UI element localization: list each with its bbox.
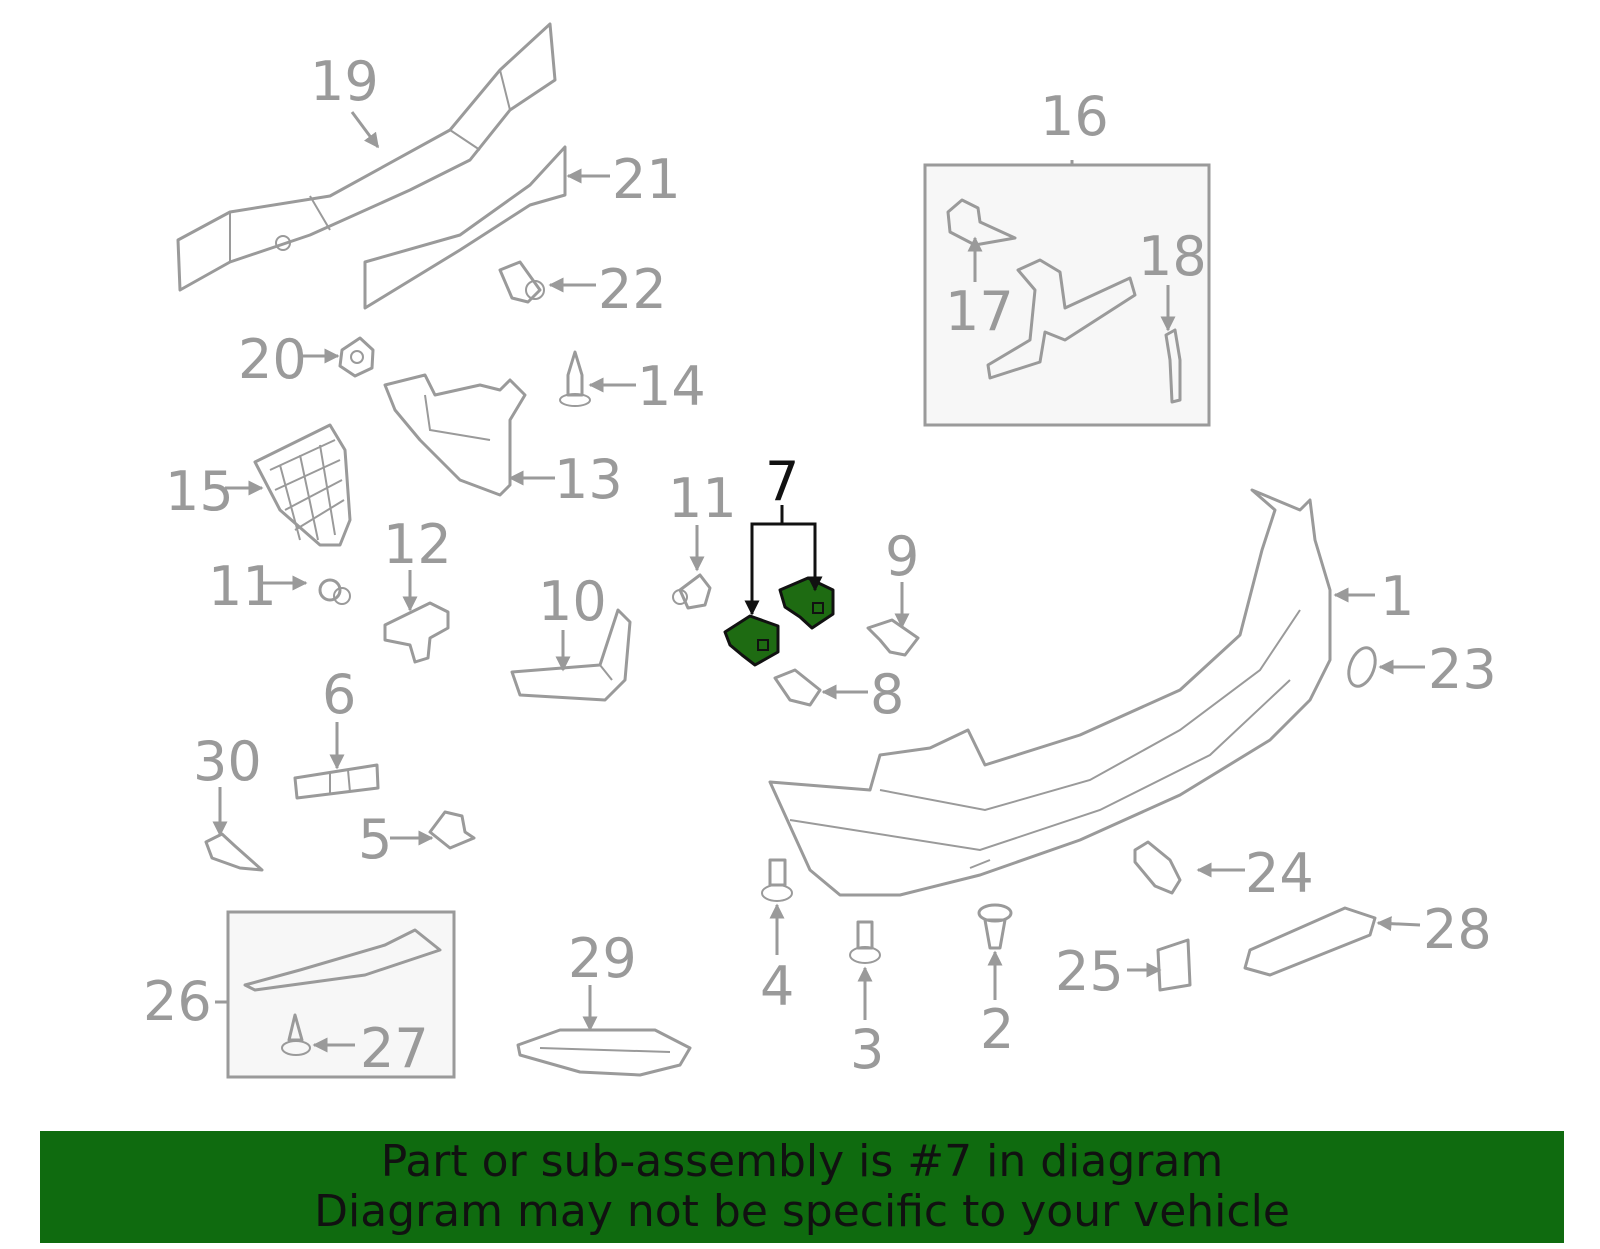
callout-27: 27 (360, 1017, 429, 1080)
part-10-bracket (510, 608, 632, 702)
part-6-bracket (293, 763, 380, 800)
part-12-clip (383, 601, 450, 664)
callout-29: 29 (568, 927, 637, 990)
leader-7 (744, 505, 823, 616)
part-9-clip (866, 618, 920, 657)
callout-22: 22 (598, 258, 667, 321)
leaders (212, 111, 1425, 1053)
callout-26: 26 (143, 970, 212, 1033)
callout-1: 1 (1380, 565, 1414, 628)
part-21-strip (363, 145, 567, 310)
part-1-bumper-cover (768, 488, 1332, 897)
part-24-cover (1133, 840, 1182, 895)
part-4-bolt (761, 858, 793, 902)
callout-15: 15 (165, 460, 234, 523)
part-29-reflector (516, 1028, 692, 1077)
callout-30: 30 (193, 730, 262, 793)
callout-21: 21 (612, 148, 681, 211)
part-30-screw (204, 832, 264, 872)
callout-2: 2 (980, 998, 1014, 1061)
part-14-pin (559, 350, 591, 407)
callout-5: 5 (358, 808, 392, 871)
part-19-reinforcement (176, 22, 557, 292)
part-7-sensor-bracket[interactable] (723, 576, 835, 667)
callout-24: 24 (1245, 842, 1314, 905)
callout-28: 28 (1423, 898, 1492, 961)
callout-6: 6 (322, 663, 356, 726)
callout-18: 18 (1138, 225, 1207, 288)
callout-10: 10 (538, 570, 607, 633)
part-2-pin (977, 903, 1013, 950)
callout-12: 12 (383, 513, 452, 576)
part-20-nut (338, 336, 375, 378)
callout-3: 3 (850, 1018, 884, 1081)
callout-11-center: 11 (668, 467, 737, 530)
banner-line-2: Diagram may not be specific to your vehi… (314, 1186, 1290, 1237)
callout-23: 23 (1428, 638, 1497, 701)
callout-8: 8 (870, 663, 904, 726)
part-11-clip-center (672, 573, 712, 610)
callout-19: 19 (310, 50, 379, 113)
part-23-ring (1347, 646, 1377, 688)
callout-7: 7 (765, 450, 799, 513)
callout-13: 13 (554, 448, 623, 511)
part-28-reflector (1243, 906, 1377, 977)
callout-11-left: 11 (208, 555, 277, 618)
part-8-clip (773, 668, 822, 707)
part-15-grille (253, 423, 352, 547)
callouts: 19 21 22 20 14 13 15 11 12 10 11 7 9 8 1… (143, 50, 1497, 1081)
callout-17: 17 (945, 280, 1014, 343)
callout-4: 4 (760, 955, 794, 1018)
part-3-bolt (849, 920, 881, 964)
callout-9: 9 (885, 525, 919, 588)
part-25-pad (1156, 938, 1192, 992)
box-26 (226, 910, 456, 1079)
part-5-clip (428, 810, 476, 850)
callout-14: 14 (637, 355, 706, 418)
part-22-clip (498, 260, 545, 304)
callout-16: 16 (1040, 85, 1109, 148)
callout-20: 20 (238, 328, 307, 391)
callout-25: 25 (1055, 940, 1124, 1003)
box-16 (923, 163, 1211, 427)
part-13-bracket (383, 373, 527, 497)
part-11-clip-left (318, 578, 351, 605)
banner-line-1: Part or sub-assembly is #7 in diagram (380, 1136, 1224, 1187)
info-banner: Part or sub-assembly is #7 in diagram Di… (40, 1131, 1564, 1243)
